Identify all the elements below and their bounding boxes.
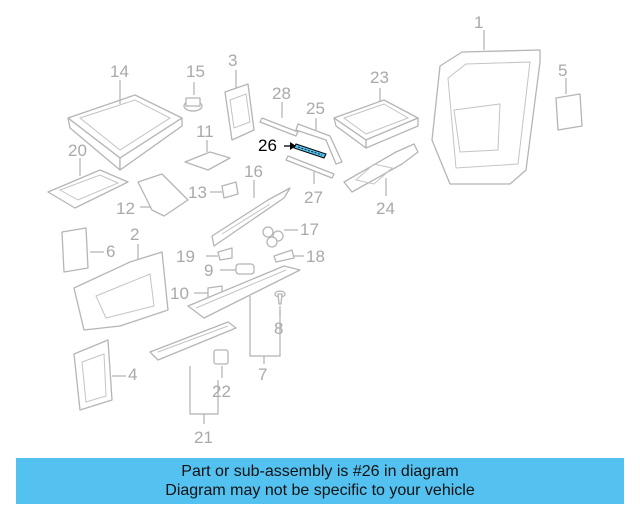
part-5-cover[interactable] (555, 78, 583, 131)
label-20: 20 (68, 141, 87, 160)
label-18: 18 (306, 247, 325, 266)
part-12-panel[interactable] (137, 173, 189, 217)
part-6-cover[interactable] (61, 227, 104, 273)
part-13-clip[interactable] (210, 181, 239, 199)
info-banner: Part or sub-assembly is #26 in diagram D… (16, 458, 624, 504)
label-23: 23 (370, 68, 389, 87)
label-1: 1 (474, 13, 483, 32)
label-27: 27 (304, 188, 323, 207)
banner-line-1: Part or sub-assembly is #26 in diagram (181, 463, 459, 480)
label-17: 17 (300, 220, 319, 239)
label-24: 24 (376, 199, 395, 218)
part-1-quarter-panel[interactable] (431, 30, 541, 185)
part-14-cargo-mat[interactable] (67, 80, 183, 171)
part-2-quarter-trim[interactable] (73, 244, 169, 331)
label-3: 3 (228, 51, 237, 70)
label-13: 13 (188, 183, 207, 202)
part-17-clips[interactable] (262, 226, 298, 248)
part-26-wrench[interactable] (284, 142, 327, 159)
part-9-bumper[interactable] (220, 263, 255, 275)
part-7-sill-plate[interactable] (187, 265, 301, 364)
banner-line-2: Diagram may not be specific to your vehi… (165, 482, 475, 499)
part-24-jack[interactable] (343, 143, 419, 196)
label-6: 6 (106, 242, 115, 261)
label-8: 8 (274, 319, 283, 338)
label-15: 15 (186, 62, 205, 81)
label-12: 12 (116, 199, 135, 218)
label-5: 5 (558, 61, 567, 80)
label-10: 10 (170, 284, 189, 303)
label-19: 19 (176, 247, 195, 266)
part-19-clip[interactable] (206, 247, 233, 261)
label-21: 21 (194, 428, 213, 447)
part-11-trim[interactable] (184, 140, 231, 171)
label-4: 4 (128, 365, 137, 384)
label-25: 25 (306, 99, 325, 118)
part-22-end-cap[interactable] (213, 349, 229, 378)
part-25-jack-handle[interactable] (295, 118, 343, 165)
part-21-cargo-cover[interactable] (149, 321, 237, 424)
part-23-tool-tray[interactable] (333, 88, 419, 149)
parts-diagram: 14 15 3 11 20 12 13 16 (47, 13, 583, 447)
part-8-fastener[interactable] (274, 290, 286, 316)
label-14: 14 (110, 62, 129, 81)
label-11: 11 (196, 122, 214, 141)
part-4-bin[interactable] (73, 339, 126, 411)
label-7: 7 (258, 365, 267, 384)
label-16: 16 (244, 162, 263, 181)
part-20-floor-panel[interactable] (47, 158, 129, 209)
label-26-highlighted: 26 (258, 136, 277, 155)
label-2: 2 (130, 225, 139, 244)
part-18-clip[interactable] (273, 249, 304, 263)
label-22: 22 (212, 382, 231, 401)
label-28: 28 (272, 84, 291, 103)
part-28-rod[interactable] (259, 102, 299, 137)
part-15-knob[interactable] (183, 82, 203, 112)
label-9: 9 (204, 261, 213, 280)
part-3-bracket[interactable] (224, 70, 255, 141)
part-27-rod[interactable] (285, 155, 335, 184)
part-16-side-trim[interactable] (211, 180, 291, 247)
